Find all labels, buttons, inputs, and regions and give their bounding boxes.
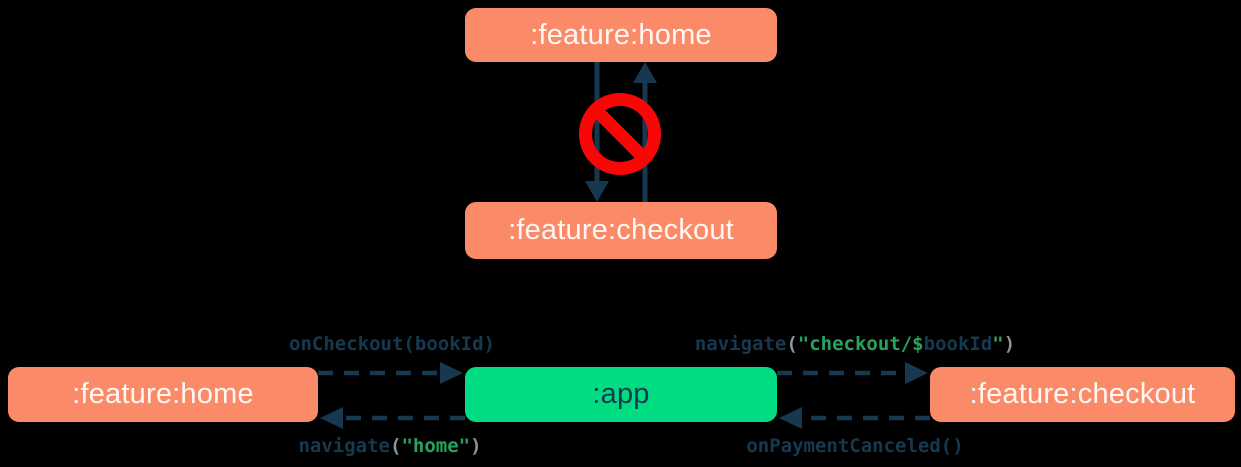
module-label: :feature:home [530, 18, 712, 51]
module-label: :app [592, 378, 650, 410]
code-segment: ) [483, 333, 495, 355]
module-label: :feature:checkout [508, 214, 734, 246]
code-segment: bookId [414, 333, 484, 355]
code-segment: ) [1003, 333, 1016, 355]
code-segment: onPaymentCanceled() [746, 435, 964, 457]
code-segment: onCheckout( [289, 333, 415, 355]
arrowhead-left [320, 407, 343, 429]
label-navigate-home: navigate("home") [230, 435, 550, 457]
code-segment: ( [389, 435, 402, 457]
arrowhead-up [633, 62, 657, 83]
no-entry-prohibition-icon [579, 93, 661, 175]
module-box-feature-home-top: :feature:home [465, 8, 777, 62]
arrowhead-right [905, 362, 928, 384]
module-box-feature-checkout-top: :feature:checkout [465, 202, 777, 259]
code-segment: bookId [923, 333, 993, 355]
arrowhead-down [585, 181, 609, 202]
prohibition-circle [579, 93, 661, 175]
label-on-payment-canceled: onPaymentCanceled() [695, 435, 1015, 457]
module-box-feature-home-bottom: :feature:home [8, 367, 318, 422]
code-segment: ( [786, 333, 798, 355]
label-on-checkout: onCheckout(bookId) [232, 333, 552, 355]
code-segment: "checkout/ [797, 333, 913, 355]
code-segment: $ [912, 333, 924, 355]
module-box-feature-checkout-bottom: :feature:checkout [930, 367, 1235, 422]
arrowhead-right [440, 362, 463, 384]
prohibition-slash [591, 105, 649, 163]
module-label: :feature:home [72, 378, 254, 410]
code-segment: " [992, 333, 1004, 355]
arrowhead-left [779, 407, 802, 429]
code-segment: navigate [298, 435, 390, 457]
code-segment: "home" [401, 435, 471, 457]
label-navigate-checkout: navigate("checkout/$bookId") [675, 333, 1035, 355]
module-box-app: :app [465, 367, 777, 422]
code-segment: navigate [694, 333, 787, 355]
module-label: :feature:checkout [969, 378, 1196, 410]
code-segment: ) [470, 435, 482, 457]
